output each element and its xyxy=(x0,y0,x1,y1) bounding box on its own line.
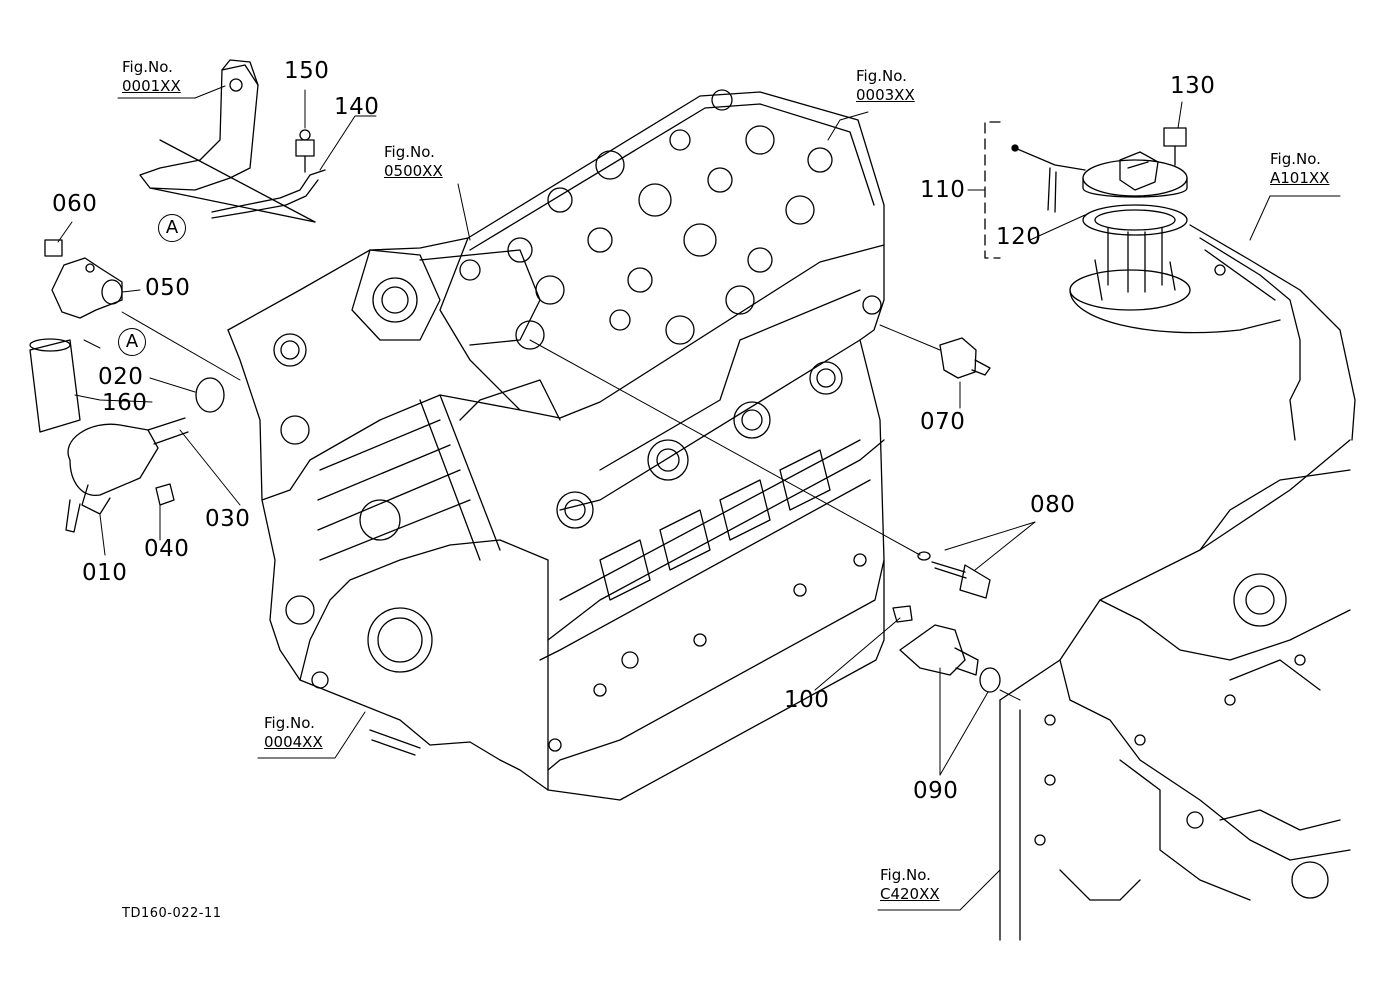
fig-ref-line1: Fig.No. xyxy=(384,143,435,161)
coolant-temp-sensor-080 xyxy=(917,551,991,599)
callout-050[interactable]: 050 xyxy=(145,275,191,301)
fig-ref-line2: 0004XX xyxy=(264,733,323,751)
fig-ref-line2: C420XX xyxy=(880,885,940,903)
callout-060[interactable]: 060 xyxy=(52,191,98,217)
bracket-assembly xyxy=(139,59,326,223)
callout-010[interactable]: 010 xyxy=(82,560,128,586)
fig-ref-0003xx[interactable]: Fig.No. 0003XX xyxy=(856,67,915,105)
callout-160[interactable]: 160 xyxy=(102,390,148,416)
crank-sensor-050 xyxy=(44,239,123,319)
engine-block xyxy=(227,89,885,801)
callout-090[interactable]: 090 xyxy=(913,778,959,804)
callout-120[interactable]: 120 xyxy=(996,224,1042,250)
speed-sensor-090 xyxy=(892,605,1001,693)
fig-ref-line2: 0003XX xyxy=(856,86,915,104)
callout-100[interactable]: 100 xyxy=(784,687,830,713)
drawing-code: TD160-022-11 xyxy=(122,906,222,921)
fig-ref-a101xx[interactable]: Fig.No. A101XX xyxy=(1270,150,1329,188)
stop-solenoid-010 xyxy=(29,338,189,533)
fig-ref-line2: 0500XX xyxy=(384,162,443,180)
transmission-case xyxy=(999,439,1351,941)
connection-marker-a[interactable]: A xyxy=(118,328,146,356)
callout-070[interactable]: 070 xyxy=(920,409,966,435)
callout-040[interactable]: 040 xyxy=(144,536,190,562)
fig-ref-line2: A101XX xyxy=(1270,169,1330,187)
fuel-level-sender xyxy=(984,121,1188,301)
leader-lines xyxy=(57,85,1341,911)
callout-020[interactable]: 020 xyxy=(98,364,144,390)
callout-140[interactable]: 140 xyxy=(334,94,380,120)
callout-030[interactable]: 030 xyxy=(205,506,251,532)
callout-110[interactable]: 110 xyxy=(920,177,966,203)
connection-marker-a[interactable]: A xyxy=(158,214,186,242)
o-ring-020 xyxy=(195,377,225,413)
fig-ref-line1: Fig.No. xyxy=(1270,150,1321,168)
fig-ref-c420xx[interactable]: Fig.No. C420XX xyxy=(880,866,940,904)
callout-150[interactable]: 150 xyxy=(284,58,330,84)
fig-ref-0004xx[interactable]: Fig.No. 0004XX xyxy=(264,714,323,752)
callout-080[interactable]: 080 xyxy=(1030,492,1076,518)
fig-ref-line1: Fig.No. xyxy=(122,58,173,76)
fig-ref-line2: 0001XX xyxy=(122,77,181,95)
callout-130[interactable]: 130 xyxy=(1170,73,1216,99)
fuel-tank xyxy=(1069,224,1356,441)
fig-ref-line1: Fig.No. xyxy=(880,866,931,884)
oil-pressure-switch-070 xyxy=(939,337,991,379)
fig-ref-0500xx[interactable]: Fig.No. 0500XX xyxy=(384,143,443,181)
fig-ref-line1: Fig.No. xyxy=(264,714,315,732)
fig-ref-0001xx[interactable]: Fig.No. 0001XX xyxy=(122,58,181,96)
fig-ref-line1: Fig.No. xyxy=(856,67,907,85)
